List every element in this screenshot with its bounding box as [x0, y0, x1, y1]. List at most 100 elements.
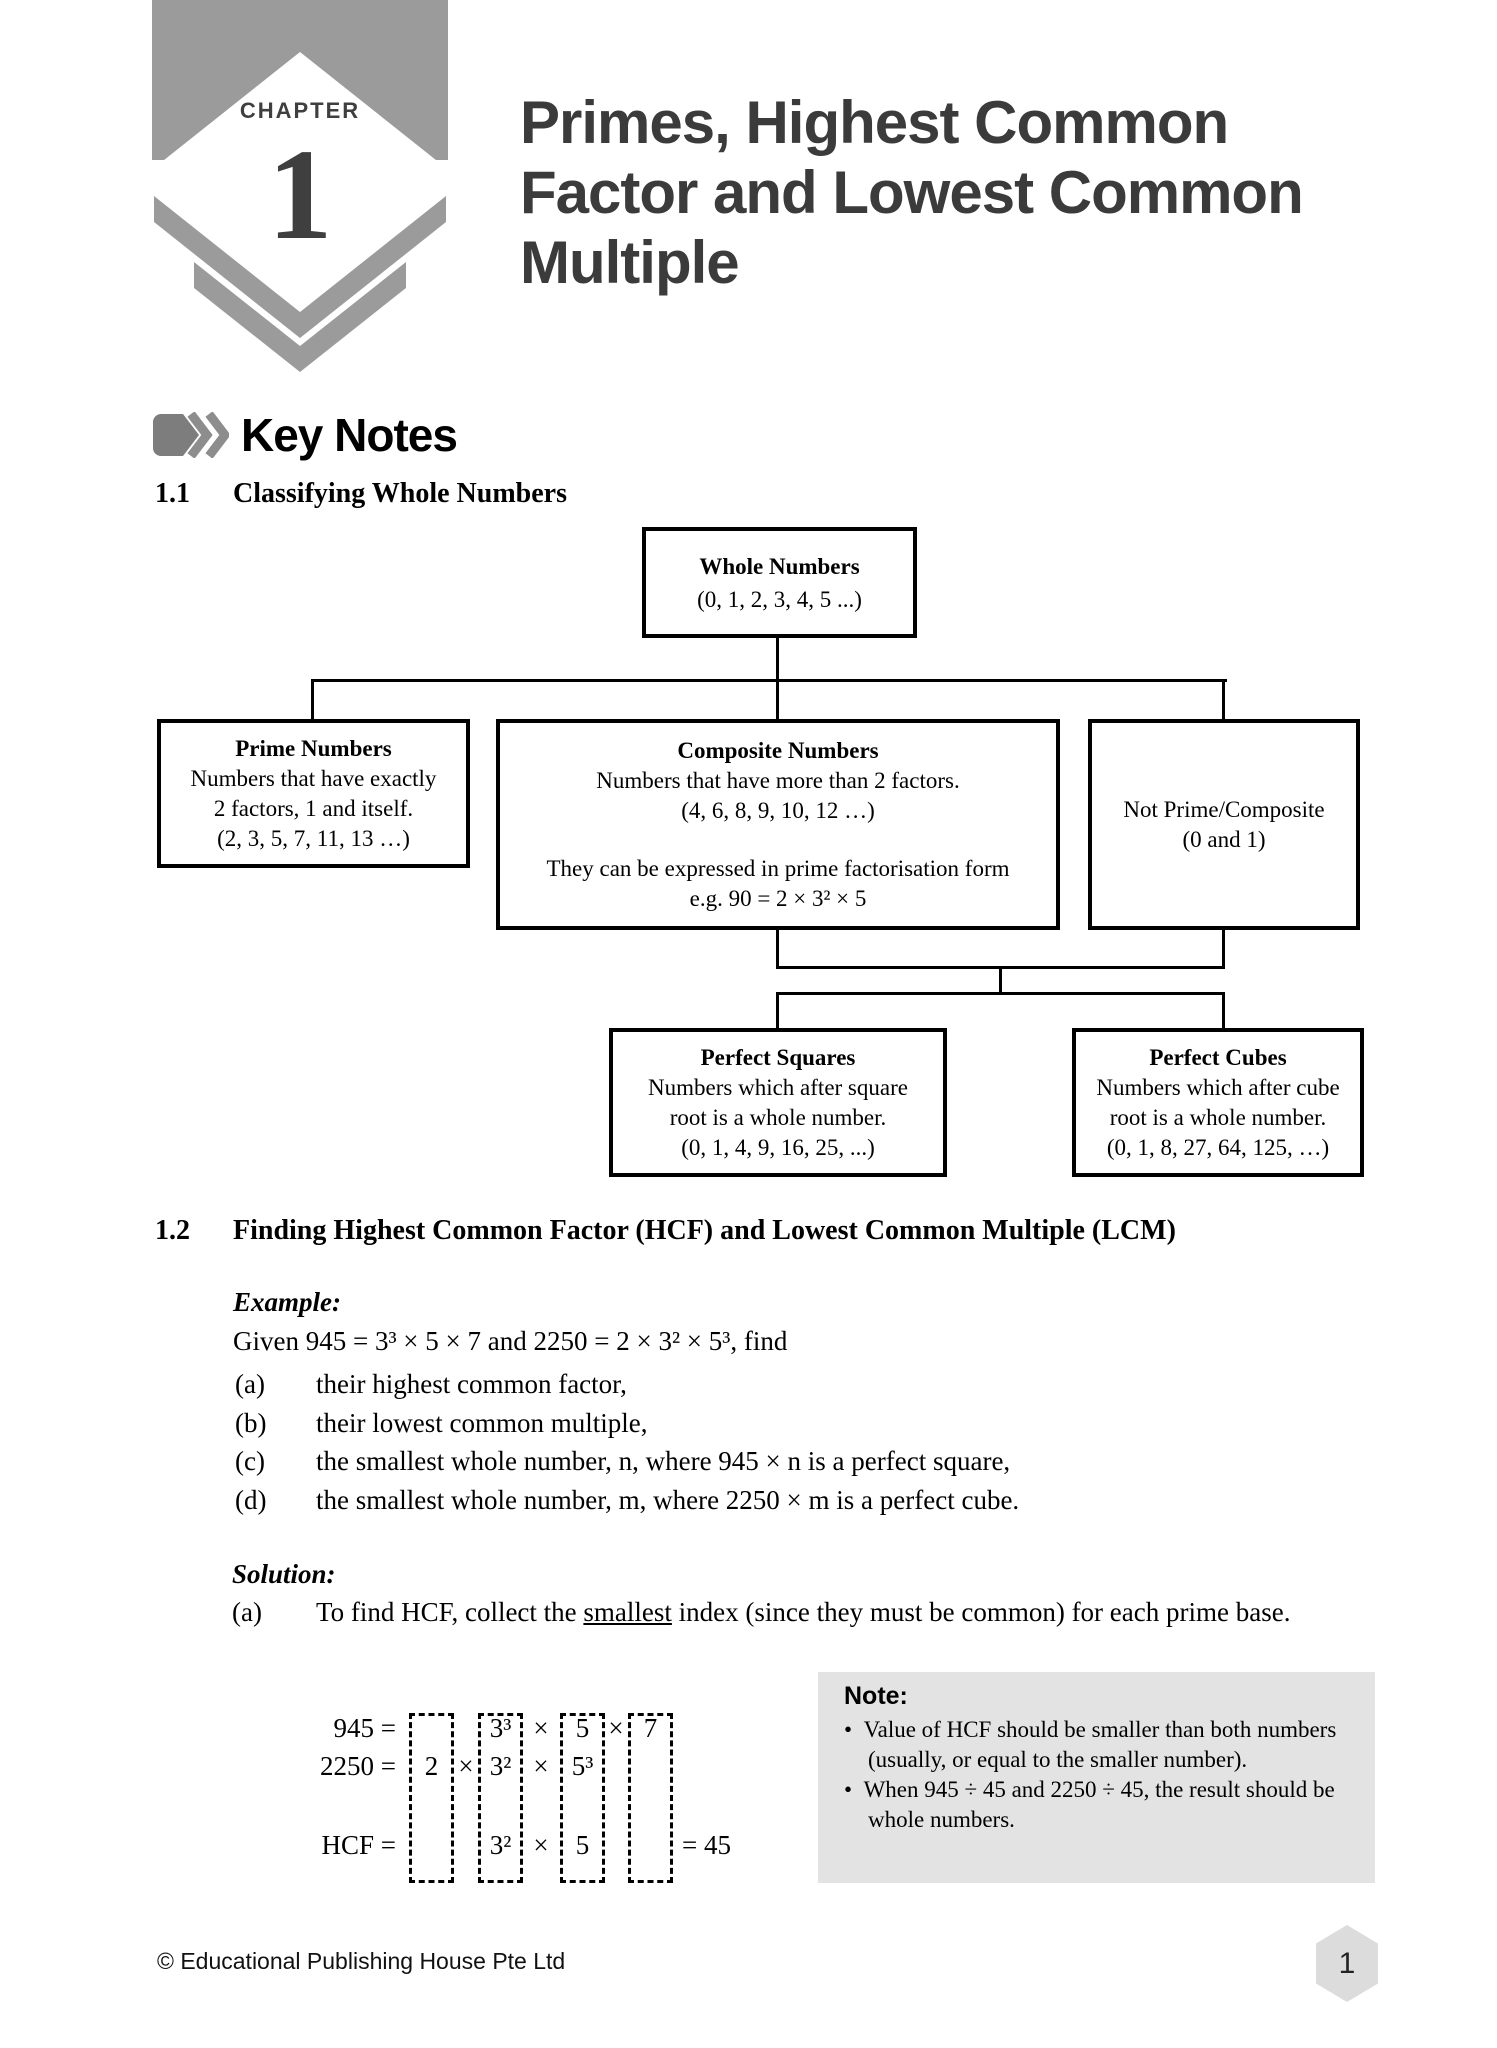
multiply-sign: ×	[533, 1751, 549, 1781]
item-text: their highest common factor,	[316, 1369, 627, 1399]
connector-line	[1222, 930, 1225, 966]
dashed-column	[409, 1713, 454, 1883]
working-row-label: 945 =	[333, 1713, 396, 1743]
box-title: Whole Numbers	[699, 553, 860, 579]
section-number: 1.2	[155, 1215, 190, 1246]
box-text: (4, 6, 8, 9, 10, 12 …)	[681, 797, 875, 823]
box-text: Numbers that have more than 2 factors.	[596, 767, 960, 793]
fast-forward-icon	[153, 412, 229, 458]
section-title: Classifying Whole Numbers	[233, 478, 567, 509]
connector-line	[1222, 995, 1225, 1028]
prime-numbers-box: Prime Numbers Numbers that have exactly …	[157, 719, 470, 868]
chapter-label: CHAPTER	[240, 98, 360, 123]
example-label: Example:	[233, 1287, 341, 1317]
item-text: the smallest whole number, n, where 945 …	[316, 1446, 1011, 1477]
working-cell: 3³	[489, 1713, 512, 1743]
chapter-title-line: Primes, Highest Common	[520, 89, 1229, 156]
box-text: (0, 1, 4, 9, 16, 25, ...)	[681, 1134, 875, 1160]
box-text: Numbers which after square	[648, 1074, 908, 1100]
whole-numbers-box: Whole Numbers (0, 1, 2, 3, 4, 5 ...)	[642, 527, 917, 638]
box-title: Perfect Squares	[700, 1044, 856, 1070]
working-row-label: HCF =	[321, 1830, 396, 1860]
box-text: Numbers which after cube	[1096, 1074, 1340, 1100]
chevron-down-icon	[154, 196, 446, 338]
note-title: Note:	[844, 1682, 908, 1710]
working-cell: 5³	[571, 1751, 594, 1781]
chapter-number: 1	[268, 123, 333, 267]
working-row-label: 2250 =	[320, 1751, 396, 1781]
box-text: e.g. 90 = 2 × 3² × 5	[689, 885, 867, 911]
item-label: (b)	[235, 1407, 267, 1438]
working-cell: 7	[643, 1713, 658, 1743]
connector-line	[776, 930, 779, 966]
dashed-column	[560, 1713, 605, 1883]
box-title: Perfect Cubes	[1149, 1044, 1287, 1070]
section-title: Finding Highest Common Factor (HCF) and …	[233, 1215, 1176, 1246]
box-title: Composite Numbers	[677, 737, 879, 763]
item-label: (d)	[235, 1485, 267, 1516]
not-prime-composite-box: Not Prime/Composite (0 and 1)	[1088, 719, 1360, 930]
spacer	[500, 826, 1056, 854]
multiply-sign: ×	[608, 1713, 624, 1743]
solution-step-a: (a) To find HCF, collect the smallest in…	[232, 1596, 1396, 1629]
chapter-title-line: Multiple	[520, 229, 740, 296]
chapter-badge: CHAPTER 1	[152, 0, 448, 372]
underlined-word: smallest	[583, 1597, 672, 1627]
example-item-d: (d) the smallest whole number, m, where 2…	[235, 1481, 1019, 1520]
item-label: (c)	[235, 1446, 265, 1477]
multiply-sign: ×	[458, 1751, 474, 1781]
composite-numbers-box: Composite Numbers Numbers that have more…	[496, 719, 1060, 930]
text-segment: index (since they must be common) for ea…	[671, 1597, 1291, 1627]
item-label: (a)	[232, 1597, 262, 1627]
connector-line	[311, 682, 314, 719]
footer-copyright: © Educational Publishing House Pte Ltd	[157, 1948, 566, 1974]
connector-line	[776, 966, 1225, 969]
chapter-title-line: Factor and Lowest Common	[520, 159, 1304, 226]
multiply-sign: ×	[533, 1713, 549, 1743]
box-text: root is a whole number.	[669, 1104, 887, 1130]
hcf-working: 945 = 3³ 5 7 × × 2250 = 2 3² 5³ × × HCF …	[308, 1713, 788, 1893]
box-text: (0 and 1)	[1182, 826, 1266, 852]
example-item-b: (b)their lowest common multiple,	[235, 1404, 1019, 1443]
key-notes-title: Key Notes	[241, 409, 458, 461]
connector-line	[776, 682, 779, 719]
chevron-down-icon	[194, 262, 406, 372]
box-title: Prime Numbers	[235, 735, 392, 761]
multiply-sign: ×	[533, 1830, 549, 1860]
solution-step-a-text: To find HCF, collect the smallest index …	[316, 1596, 1396, 1629]
dashed-column	[628, 1713, 673, 1883]
connector-line	[1222, 682, 1225, 719]
key-notes-heading: Key Notes	[153, 408, 458, 462]
connector-line	[776, 638, 779, 679]
dashed-column	[478, 1713, 523, 1883]
chapter-title: Primes, Highest Common Factor and Lowest…	[520, 88, 1304, 298]
note-bullet: Value of HCF should be smaller than both…	[844, 1715, 1344, 1775]
connector-line	[776, 995, 779, 1028]
section-1-2-heading: 1.2 Finding Highest Common Factor (HCF) a…	[155, 1215, 1176, 1247]
box-text: root is a whole number.	[1109, 1104, 1327, 1130]
badge-diamond	[154, 52, 446, 284]
example-item-c: (c) the smallest whole number, n, where 9…	[235, 1442, 1019, 1481]
text-segment: To find HCF, collect the	[316, 1597, 584, 1627]
working-cell: 3²	[489, 1751, 512, 1781]
item-label: (a)	[235, 1369, 265, 1399]
page-number: 1	[1338, 1946, 1356, 1980]
note-bullet: When 945 ÷ 45 and 2250 ÷ 45, the result …	[844, 1775, 1344, 1835]
hcf-result: = 45	[682, 1830, 731, 1860]
working-cell: 5	[575, 1713, 590, 1743]
box-text: 2 factors, 1 and itself.	[213, 795, 414, 821]
perfect-cubes-box: Perfect Cubes Numbers which after cube r…	[1072, 1028, 1364, 1177]
connector-line	[311, 679, 1227, 682]
box-text: They can be expressed in prime factorisa…	[546, 855, 1010, 881]
classification-flowchart: Whole Numbers (0, 1, 2, 3, 4, 5 ...) Pri…	[0, 527, 1497, 1187]
note-box: Note: Value of HCF should be smaller tha…	[818, 1672, 1375, 1883]
working-cell: 2	[424, 1751, 439, 1781]
item-text: the smallest whole number, m, where 2250…	[316, 1485, 1020, 1516]
working-cell: 5	[575, 1830, 590, 1860]
connector-line	[999, 969, 1002, 992]
box-text: (0, 1, 2, 3, 4, 5 ...)	[697, 586, 862, 612]
box-text: Numbers that have exactly	[190, 765, 437, 791]
page-number-hexagon: 1	[1316, 1925, 1378, 2002]
